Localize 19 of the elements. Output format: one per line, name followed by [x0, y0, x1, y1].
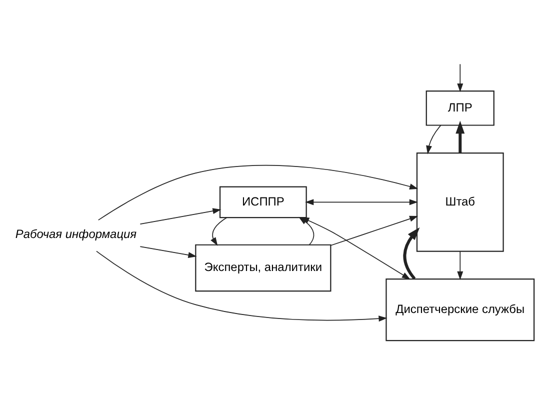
arrow — [300, 216, 410, 280]
node-box: Диспетчерские службы — [386, 278, 535, 341]
arrow — [457, 63, 464, 92]
node-box: Эксперты, аналитики — [195, 244, 332, 292]
arrow — [403, 226, 420, 280]
node-box: Штаб — [416, 152, 504, 252]
arrow — [330, 215, 418, 246]
arrow — [426, 124, 442, 154]
arrow — [456, 120, 465, 152]
node-box: ЛПР — [426, 90, 494, 126]
node-box: ИСППР — [219, 186, 307, 218]
arrow — [98, 164, 418, 220]
arrow — [96, 250, 388, 322]
arrow — [140, 246, 197, 258]
arrow — [305, 198, 418, 205]
node-text: Рабочая информация — [15, 226, 137, 240]
arrow — [210, 216, 228, 246]
arrow — [457, 250, 464, 280]
arrow — [140, 208, 222, 224]
